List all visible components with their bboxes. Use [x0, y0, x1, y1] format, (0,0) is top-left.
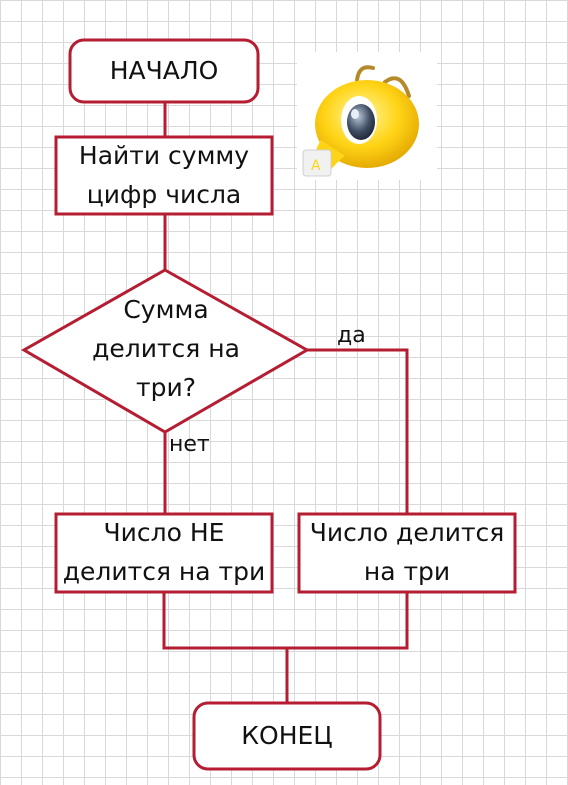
- sum-digits-node-label: Найти сумму цифр числа: [78, 141, 250, 209]
- process-not-divisible-shape: [54, 512, 274, 594]
- edge-label-yes: да: [337, 323, 366, 348]
- start-node-label: НАЧАЛО: [109, 55, 219, 85]
- end-node-label: КОНЕЦ: [241, 720, 333, 750]
- edge-label-no: нет: [169, 432, 210, 457]
- not-divisible-node-label: Число НЕ делится на три: [62, 518, 266, 586]
- process-divisible-shape: [297, 512, 517, 594]
- logo-badge-letter: A: [311, 158, 321, 174]
- decision-diamond-shape: [20, 268, 311, 434]
- yellow-ant-mascot-icon: A: [297, 52, 437, 180]
- edge-decision-to-yes: [307, 348, 409, 514]
- process-sum-shape: [54, 135, 274, 216]
- end-terminator-shape: [192, 701, 382, 771]
- divisible-node-label: Число делится на три: [309, 518, 505, 586]
- edge-merge: [162, 592, 409, 650]
- start-terminator-shape: [68, 38, 260, 104]
- decision-node-label: Сумма делится на три?: [92, 295, 240, 402]
